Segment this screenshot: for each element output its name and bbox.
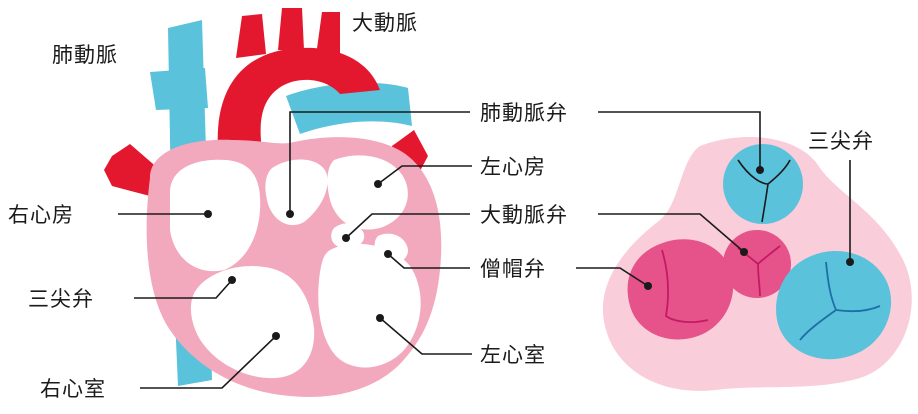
leader-pulmonary-valve [289, 111, 470, 212]
aorta-branch-1 [236, 14, 266, 58]
mitral-valve-chamber [374, 233, 408, 263]
dot-tricuspid-valve-right [846, 258, 854, 266]
labels: 肺動脈 大動脈 肺動脈弁 左心房 右心房 大動脈弁 僧帽弁 三尖弁 左心室 右心… [8, 11, 874, 401]
left-atrium-chamber [327, 155, 408, 230]
label-aortic-valve: 大動脈弁 [480, 203, 568, 227]
left-ventricle-chamber [318, 243, 421, 368]
label-tricuspid-valve-right: 三尖弁 [808, 129, 874, 153]
aorta-arch [217, 47, 380, 150]
leader-mitral-valve-right [576, 267, 649, 287]
right-atrium-chamber [170, 159, 261, 272]
dot-right-ventricle [272, 332, 280, 340]
dot-mitral-valve-right [644, 282, 652, 290]
leader-tricuspid-valve [134, 279, 233, 299]
dot-left-atrium [374, 180, 382, 188]
pulmonary-artery-left [150, 68, 208, 110]
heart-cross-section [104, 8, 442, 397]
valve-top-view [602, 136, 912, 391]
dot-tricuspid-valve [228, 276, 236, 284]
label-pulmonary-valve: 肺動脈弁 [480, 101, 568, 125]
dot-aortic-valve-right [740, 248, 748, 256]
leader-right-ventricle [140, 335, 277, 389]
mitral-valve-shape [627, 239, 734, 340]
pulmonary-valve-shape [723, 144, 803, 224]
pulmonary-vein-left [104, 144, 160, 196]
label-pulmonary-artery: 肺動脈 [52, 43, 118, 67]
right-ventricle-chamber [190, 266, 315, 379]
outflow-chamber [265, 159, 328, 226]
mitral-valve-cusps [661, 249, 709, 323]
dot-left-ventricle [376, 314, 384, 322]
leader-pulmonary-valve-right [598, 111, 761, 168]
dot-aortic-valve [342, 234, 350, 242]
leaders [118, 111, 854, 389]
tricuspid-valve-cusps [799, 261, 881, 341]
dot-right-atrium [204, 210, 212, 218]
leader-mitral-valve [387, 253, 470, 269]
label-left-atrium: 左心房 [480, 155, 546, 179]
pulmonary-artery-right [286, 82, 412, 134]
aorta-branch-3 [316, 12, 340, 60]
leader-left-atrium [377, 165, 472, 185]
dot-mitral-valve [384, 250, 392, 258]
aorta-branch-2 [278, 8, 304, 50]
leader-aortic-valve [345, 213, 470, 239]
label-left-ventricle: 左心室 [480, 343, 546, 367]
label-right-atrium: 右心房 [8, 203, 74, 227]
label-right-ventricle: 右心室 [40, 377, 106, 401]
dot-pulmonary-valve [286, 210, 294, 218]
dot-pulmonary-valve-right [756, 166, 764, 174]
label-tricuspid-valve: 三尖弁 [28, 287, 94, 311]
leader-left-ventricle [379, 317, 472, 355]
leader-aortic-valve-right [598, 213, 745, 253]
pulmonary-valve-cusps [737, 159, 791, 223]
label-mitral-valve: 僧帽弁 [480, 257, 546, 281]
label-aorta: 大動脈 [352, 11, 418, 35]
